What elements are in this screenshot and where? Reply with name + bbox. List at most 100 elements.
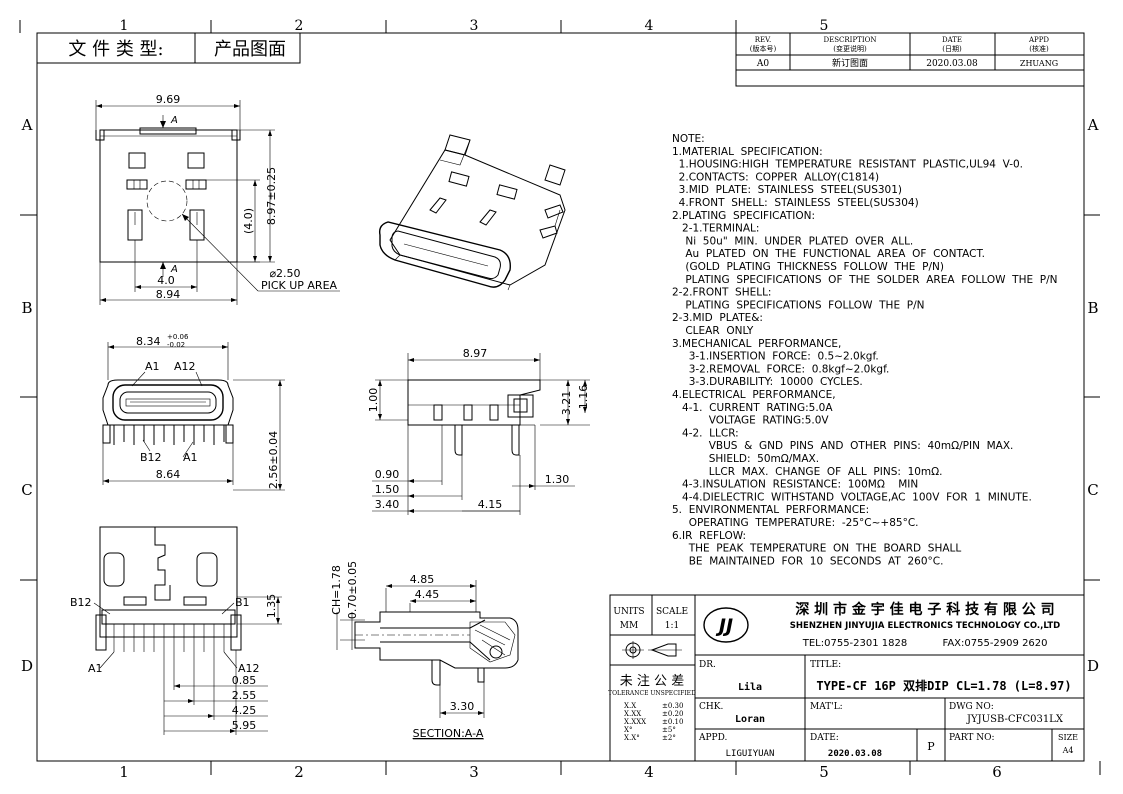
section-caption: SECTION:A-A (413, 727, 484, 740)
dim-side-321: 3.21 (560, 391, 573, 416)
date-value: 2020.03.08 (926, 59, 978, 69)
revision-block: REV. (版本号) DESCRIPTION (变更说明) DATE (日期) … (735, 32, 1085, 87)
note-line: SHIELD: 50mΩ/MAX. (672, 453, 819, 465)
note-line: 2-1.TERMINAL: (672, 223, 759, 235)
rev-col-header-cn: (版本号) (750, 44, 777, 53)
note-line: CLEAR ONLY (672, 325, 754, 337)
page-mark: P (927, 740, 935, 753)
note-line: VOLTAGE RATING:5.0V (672, 415, 829, 427)
size-value: A4 (1062, 746, 1074, 755)
top-view: 9.69 A A 8.97±0.25 (95, 93, 340, 305)
scale-label: SCALE (656, 607, 688, 617)
tolerance-table: X.X±0.30X.XX±0.20X.XXX±0.10X°±5°X.X°±2° (624, 702, 683, 742)
part-no-label: PART NO: (949, 733, 995, 743)
dim-bottom-595: 5.95 (232, 719, 257, 732)
note-line: 1.HOUSING:HIGH TEMPERATURE RESISTANT PLA… (672, 159, 1023, 171)
doc-type-value: 产品图面 (214, 39, 286, 60)
row-label-left: D (21, 657, 33, 675)
scale-value: 1:1 (665, 621, 679, 631)
note-line: 2.CONTACTS: COPPER ALLOY(C1814) (672, 171, 879, 183)
tolerance-key: X.XXX (624, 718, 646, 726)
dim-front-width: 8.34 (136, 335, 161, 348)
desc-value: 新订图面 (832, 57, 868, 69)
pin-label-b12: B12 (140, 451, 162, 464)
zone-labels: 1 2 3 4 5 1 2 3 4 5 6 A B C D A B C D (21, 18, 1099, 781)
note-line: 2-3.MID PLATE&: (672, 312, 763, 324)
pick-up-area-label: PICK UP AREA (261, 279, 338, 292)
date-label: DATE: (810, 733, 839, 743)
note-line: LLCR MAX. CHANGE OF ALL PINS: 10mΩ. (672, 466, 943, 478)
appd-col-header-cn: (核准) (1029, 44, 1049, 53)
units-label: UNITS (613, 607, 644, 617)
dim-side-150: 1.50 (375, 483, 400, 496)
note-line: 4-3.INSULATION RESISTANCE: 100MΩ MIN (672, 479, 918, 491)
note-line: 3-3.DURABILITY: 10000 CYCLES. (672, 376, 863, 388)
col-label-bottom: 1 (119, 763, 129, 781)
row-label-right: B (1087, 299, 1098, 317)
note-line: 3-2.REMOVAL FORCE: 0.8kgf~2.0kgf. (672, 363, 889, 375)
note-line: PLATING SPECIFICATIONS OF THE SOLDER ARE… (672, 274, 1058, 286)
dwg-no-value: JYJUSB-CFC031LX (966, 714, 1064, 725)
company-tel: TEL:0755-2301 1828 (802, 638, 908, 649)
note-line: Au PLATED ON THE FUNCTIONAL AREA OF CONT… (672, 248, 985, 260)
note-line: THE PEAK TEMPERATURE ON THE BOARD SHALL (672, 543, 961, 555)
pin-label-a12: A12 (238, 662, 260, 675)
note-line: 2-2.FRONT SHELL: (672, 287, 771, 299)
date-value: 2020.03.08 (828, 749, 882, 759)
sheet-border (19, 20, 1101, 775)
dim-front-tol-plus: +0.06 (167, 333, 189, 341)
dim-top-inner: (4.0) (242, 208, 255, 234)
note-line: 4-1. CURRENT RATING:5.0A (672, 402, 833, 414)
dim-top-bottom-width: 8.94 (156, 288, 181, 301)
row-label-left: C (21, 481, 32, 499)
tolerance-value: ±0.20 (662, 710, 683, 718)
section-marker: A (170, 115, 178, 126)
col-label-bottom: 4 (644, 763, 654, 781)
dim-front-height: 2.56±0.04 (267, 431, 280, 489)
company-name-cn: 深 圳 市 金 宇 佳 电 子 科 技 有 限 公 司 (795, 601, 1054, 618)
dim-sec-445: 4.45 (415, 588, 440, 601)
side-view: 8.97 1.00 3.21 1.16 0.90 1.50 (367, 347, 590, 515)
dim-bottom-255: 2.55 (232, 689, 257, 702)
dim-front-tol-minus: -0.02 (167, 341, 185, 349)
tolerance-title-en: TOLERANCE UNSPECIFIED (608, 690, 696, 697)
note-line: 6.IR REFLOW: (672, 530, 746, 542)
pin-label-a1-bottom: A1 (183, 451, 198, 464)
section-view: 4.85 4.45 CH=1.78 0.70±0.05 3.30 SECTION… (330, 561, 519, 740)
rev-value: A0 (756, 59, 769, 69)
dim-side-130: 1.30 (545, 473, 570, 486)
pin-label-a1: A1 (88, 662, 103, 675)
note-line: 4.ELECTRICAL PERFORMANCE, (672, 389, 836, 401)
dim-pick-diameter: ⌀2.50 (269, 267, 300, 280)
col-label-bottom: 5 (819, 763, 829, 781)
appd-value: ZHUANG (1020, 59, 1058, 68)
tolerance-value: ±0.10 (662, 718, 683, 726)
note-line: 1.MATERIAL SPECIFICATION: (672, 146, 823, 158)
dim-top-height: 8.97±0.25 (265, 167, 278, 225)
col-label-bottom: 2 (294, 763, 304, 781)
col-label-top: 2 (295, 18, 304, 34)
pin-label-b1: B1 (235, 596, 250, 609)
dim-side-090: 0.90 (375, 468, 400, 481)
projection-symbol-icon (622, 641, 682, 659)
title-label: TITLE: (810, 660, 841, 670)
units-value: MM (620, 621, 638, 631)
company-logo: JJ (703, 607, 749, 643)
dim-top-width: 9.69 (156, 93, 181, 106)
dim-sec-330: 3.30 (450, 700, 475, 713)
row-label-left: B (21, 299, 32, 317)
dr-label: DR. (699, 660, 716, 670)
title-block: UNITS MM SCALE 1:1 JJ 深 圳 市 金 宇 佳 电 子 科 … (608, 594, 1085, 762)
note-line: BE MAINTAINED FOR 10 SECONDS AT 260°C. (672, 555, 943, 567)
tolerance-key: X° (624, 726, 632, 734)
appd-col-header: APPD (1028, 36, 1049, 44)
note-line: 2.PLATING SPECIFICATION: (672, 210, 815, 222)
tolerance-value: ±0.30 (662, 702, 683, 710)
col-label-top: 1 (120, 18, 129, 34)
dim-side-415: 4.15 (478, 498, 503, 511)
appd-value: LIGUIYUAN (726, 749, 775, 759)
note-line: 5. ENVIRONMENTAL PERFORMANCE: (672, 504, 869, 516)
note-line: VBUS & GND PINS AND OTHER PINS: 40mΩ/PIN… (672, 440, 1013, 452)
row-label-right: A (1087, 116, 1099, 134)
date-col-header-cn: (日期) (942, 45, 962, 53)
